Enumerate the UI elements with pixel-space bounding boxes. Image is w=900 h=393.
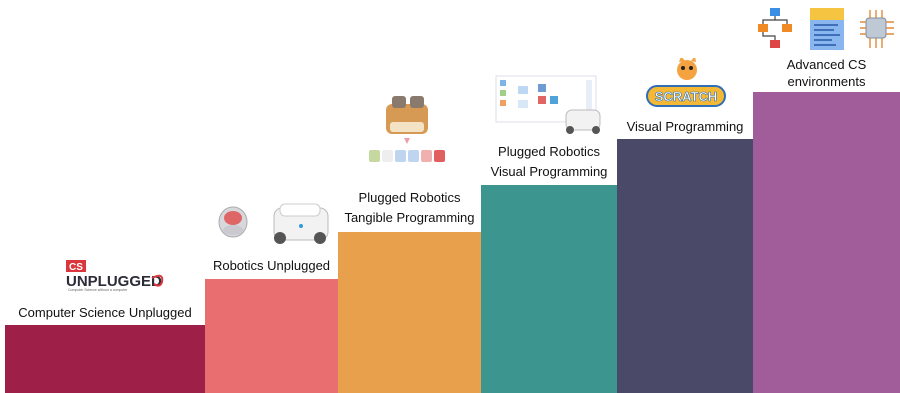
stage-label-line: Advanced CS xyxy=(786,57,867,72)
stage-label-cs-unplugged: Computer Science Unplugged xyxy=(5,303,205,323)
step-cs-unplugged xyxy=(5,325,205,393)
step-plugged-visual xyxy=(481,185,617,393)
unplugged-tagline: Computer Science without a computer xyxy=(68,288,128,292)
stage-label-robotics-unplugged: Robotics Unplugged xyxy=(205,256,338,276)
stage-label-line: Visual Programming xyxy=(490,164,608,179)
circuit-chip-icon xyxy=(860,10,894,48)
stage-label-tangible-programming: Plugged Robotics Tangible Programming xyxy=(338,188,481,228)
robots-icon xyxy=(216,200,334,248)
stage-label-line: Plugged Robotics xyxy=(498,144,600,159)
stage-label-line: Robotics Unplugged xyxy=(212,258,331,273)
flowchart-icon xyxy=(758,8,792,48)
visual-programming-screen-icon xyxy=(494,74,606,136)
stage-label-line: Computer Science Unplugged xyxy=(18,305,192,320)
stage-label-visual-programming: Visual Programming xyxy=(617,117,753,137)
scratch-word: SCRATCH xyxy=(655,89,718,104)
stage-label-line: Plugged Robotics xyxy=(358,190,461,205)
step-robotics-unplugged xyxy=(205,279,338,393)
cs-badge-text: CS xyxy=(69,262,83,273)
code-document-icon xyxy=(810,8,844,50)
step-tangible-programming xyxy=(338,232,481,393)
unplugged-word: UNPLUGGED xyxy=(66,273,162,290)
stage-label-line: environments xyxy=(787,74,866,89)
step-visual-programming xyxy=(617,139,753,393)
step-advanced-cs xyxy=(753,92,900,393)
cs-unplugged-logo: CS UNPLUGGED Computer Science without a … xyxy=(60,258,170,292)
advanced-cs-icons xyxy=(756,6,898,52)
stage-label-advanced-cs: Advanced CS environments xyxy=(753,56,900,90)
tangible-robot-icon xyxy=(366,92,450,168)
scratch-logo: SCRATCH xyxy=(645,56,727,110)
stage-label-line: Visual Programming xyxy=(626,119,744,134)
stage-label-line: Tangible Programming xyxy=(344,210,475,225)
stage-label-plugged-visual: Plugged Robotics Visual Programming xyxy=(481,142,617,182)
